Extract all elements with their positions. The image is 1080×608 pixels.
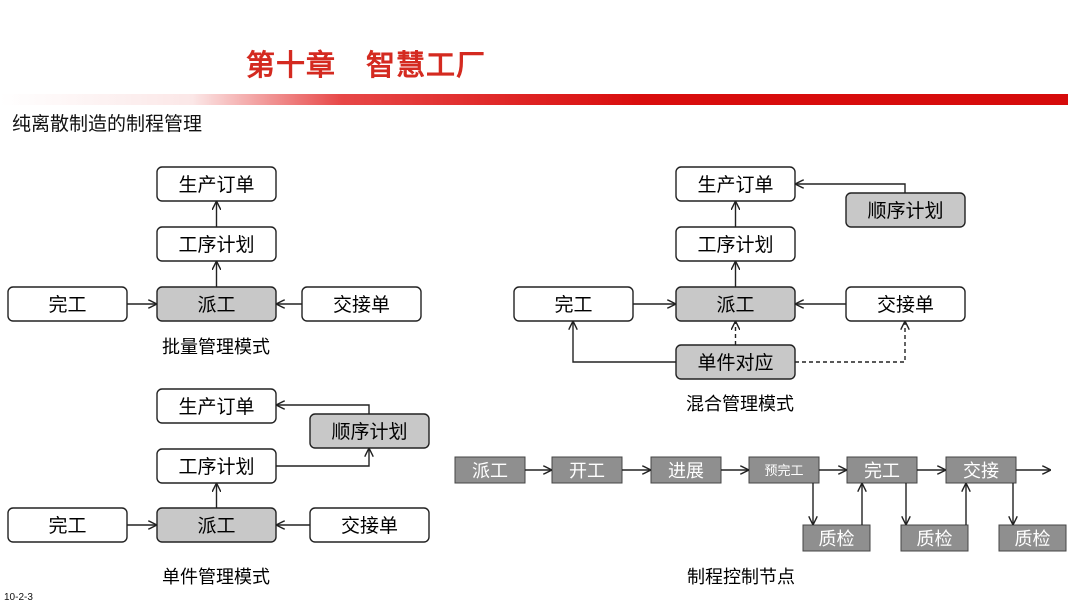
flow-qc-node-3: 质检 <box>998 524 1067 552</box>
flow-dispatch-node: 派工 <box>454 456 526 484</box>
single-order-node: 生产订单 <box>156 388 277 424</box>
svg-text:交接单: 交接单 <box>341 515 398 537</box>
svg-text:顺序计划: 顺序计划 <box>867 200 943 222</box>
svg-text:质检: 质检 <box>917 529 953 550</box>
flow-qc-node-1: 质检 <box>802 524 871 552</box>
svg-text:顺序计划: 顺序计划 <box>331 421 407 443</box>
mixed-single-match-node: 单件对应 <box>675 344 796 380</box>
mixed-mode-diagram: 生产订单 工序计划 派工 完工 交接单 顺序计划 单件对应 <box>513 166 966 415</box>
mixed-complete-node: 完工 <box>513 286 634 322</box>
svg-text:生产订单: 生产订单 <box>697 174 773 196</box>
flow-precomplete-node: 预完工 <box>748 456 820 484</box>
svg-text:交接单: 交接单 <box>333 294 390 316</box>
svg-text:进展: 进展 <box>668 461 704 482</box>
svg-text:交接单: 交接单 <box>877 294 934 316</box>
batch-mode-diagram: 生产订单 工序计划 派工 完工 交接单 批量管理模式 <box>7 166 422 358</box>
svg-text:完工: 完工 <box>48 294 86 316</box>
batch-dispatch-node: 派工 <box>156 286 277 322</box>
single-handover-node: 交接单 <box>309 507 430 543</box>
svg-text:工序计划: 工序计划 <box>178 234 254 256</box>
batch-handover-node: 交接单 <box>301 286 422 322</box>
flow-handover-node: 交接 <box>945 456 1017 484</box>
caption-control-nodes: 制程控制节点 <box>687 567 795 588</box>
single-complete-node: 完工 <box>7 507 128 543</box>
svg-text:生产订单: 生产订单 <box>178 174 254 196</box>
single-dispatch-node: 派工 <box>156 507 277 543</box>
svg-text:生产订单: 生产订单 <box>178 396 254 418</box>
batch-order-node: 生产订单 <box>156 166 277 202</box>
page-code: 10-2-3 <box>4 592 33 603</box>
svg-text:派工: 派工 <box>197 515 235 537</box>
page-subtitle: 纯离散制造的制程管理 <box>12 113 203 135</box>
svg-text:质检: 质检 <box>819 529 855 550</box>
chapter-title: 第十章 智慧工厂 <box>246 48 487 82</box>
mixed-process-plan-node: 工序计划 <box>675 226 796 262</box>
svg-text:派工: 派工 <box>197 294 235 316</box>
svg-text:派工: 派工 <box>472 461 508 482</box>
svg-text:派工: 派工 <box>716 294 754 316</box>
header-red-bar <box>0 94 1068 105</box>
svg-text:交接: 交接 <box>963 461 999 482</box>
flow-complete-node: 完工 <box>846 456 918 484</box>
svg-text:完工: 完工 <box>554 294 592 316</box>
flow-progress-node: 进展 <box>650 456 722 484</box>
svg-text:完工: 完工 <box>48 515 86 537</box>
caption-single-mode: 单件管理模式 <box>162 567 270 588</box>
flow-start-node: 开工 <box>551 456 623 484</box>
svg-text:开工: 开工 <box>569 461 605 482</box>
mixed-sequence-plan-node: 顺序计划 <box>845 192 966 228</box>
svg-text:预完工: 预完工 <box>764 464 803 479</box>
caption-batch-mode: 批量管理模式 <box>162 337 270 358</box>
flow-qc-node-2: 质检 <box>900 524 969 552</box>
svg-text:完工: 完工 <box>864 461 900 482</box>
svg-text:工序计划: 工序计划 <box>178 456 254 478</box>
caption-mixed-mode: 混合管理模式 <box>686 394 794 415</box>
svg-text:单件对应: 单件对应 <box>697 352 773 374</box>
mixed-order-node: 生产订单 <box>675 166 796 202</box>
svg-text:工序计划: 工序计划 <box>697 234 773 256</box>
batch-process-plan-node: 工序计划 <box>156 226 277 262</box>
control-flow-diagram: 派工 开工 进展 预完工 完工 交接 质检 <box>454 456 1067 588</box>
single-sequence-plan-node: 顺序计划 <box>309 413 430 449</box>
single-process-plan-node: 工序计划 <box>156 448 277 484</box>
batch-complete-node: 完工 <box>7 286 128 322</box>
svg-text:质检: 质检 <box>1015 529 1051 550</box>
single-mode-diagram: 生产订单 工序计划 派工 完工 交接单 顺序计划 单件管理模式 <box>7 388 430 588</box>
mixed-handover-node: 交接单 <box>845 286 966 322</box>
mixed-dispatch-node: 派工 <box>675 286 796 322</box>
